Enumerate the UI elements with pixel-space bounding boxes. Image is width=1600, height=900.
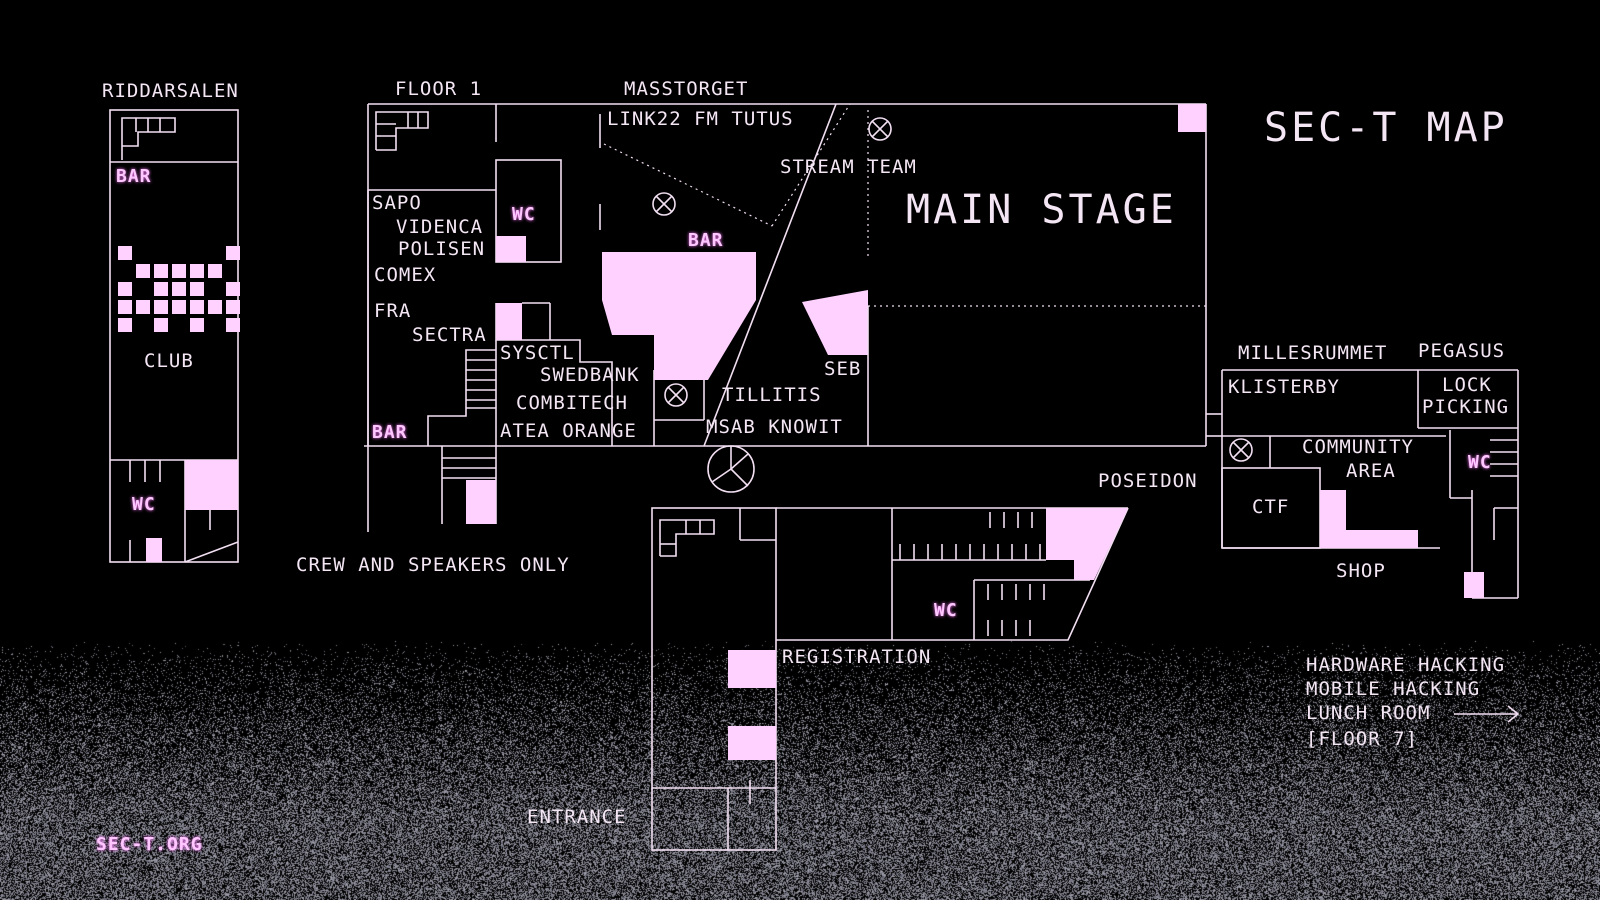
- floor7-hardware-hacking: HARDWARE HACKING: [1306, 656, 1505, 675]
- room-riddarsalen: RIDDARSALEN: [102, 82, 239, 101]
- area-klisterby: KLISTERBY: [1228, 378, 1340, 397]
- floor7-arrow-icon: [1454, 706, 1518, 722]
- website-link[interactable]: SEC-T.ORG: [96, 836, 203, 854]
- label-stream-team: STREAM TEAM: [780, 158, 917, 177]
- label-floor1: FLOOR 1: [395, 80, 482, 99]
- bar-marker: BAR: [116, 168, 152, 186]
- wc-marker: WC: [132, 496, 156, 514]
- room-club: CLUB: [144, 352, 194, 371]
- sponsor-tillitis: TILLITIS: [722, 386, 822, 405]
- sponsor-comex: COMEX: [374, 266, 436, 285]
- room-poseidon: POSEIDON: [1098, 472, 1198, 491]
- sponsor-fra: FRA: [374, 302, 411, 321]
- room-shop: SHOP: [1336, 562, 1386, 581]
- sponsor-sysctl: SYSCTL: [500, 344, 575, 363]
- bar-marker: BAR: [688, 232, 724, 250]
- area-community-line1: COMMUNITY: [1302, 438, 1414, 457]
- registration-block-outline: [652, 508, 1128, 850]
- room-millesrummet: MILLESRUMMET: [1238, 344, 1387, 363]
- sponsor-swedbank: SWEDBANK: [540, 366, 640, 385]
- bar-marker: BAR: [372, 424, 408, 442]
- sponsor-polisen: POLISEN: [398, 240, 485, 259]
- floor7-label: [FLOOR 7]: [1306, 730, 1418, 749]
- sponsor-atea-orange: ATEA ORANGE: [500, 422, 637, 441]
- sponsor-sectra: SECTRA: [412, 326, 487, 345]
- sponsor-combitech: COMBITECH: [516, 394, 628, 413]
- room-main-stage: MAIN STAGE: [906, 190, 1177, 230]
- room-registration: REGISTRATION: [782, 648, 931, 667]
- wc-marker: WC: [934, 602, 958, 620]
- area-lock-picking-line1: LOCK: [1442, 376, 1492, 395]
- sponsor-link22-fm-tutus: LINK22 FM TUTUS: [607, 110, 794, 129]
- space-invader-icon: [118, 246, 240, 332]
- floor7-lunch-room: LUNCH ROOM: [1306, 704, 1430, 723]
- map-title: SEC-T MAP: [1264, 108, 1508, 148]
- area-lock-picking-line2: PICKING: [1422, 398, 1509, 417]
- label-entrance: ENTRANCE: [527, 808, 627, 827]
- sponsor-seb: SEB: [824, 360, 861, 379]
- sponsor-msab-knowit: MSAB KNOWIT: [706, 418, 843, 437]
- wc-marker: WC: [512, 206, 536, 224]
- label-crew-only: CREW AND SPEAKERS ONLY: [296, 556, 570, 575]
- wc-marker: WC: [1468, 454, 1492, 472]
- room-pegasus: PEGASUS: [1418, 342, 1505, 361]
- area-community-line2: AREA: [1346, 462, 1396, 481]
- sponsor-videnca: VIDENCA: [396, 218, 483, 237]
- pie-chart-icon: [708, 446, 754, 492]
- sponsor-sapo: SAPO: [372, 194, 422, 213]
- floor7-mobile-hacking: MOBILE HACKING: [1306, 680, 1480, 699]
- room-masstorget: MASSTORGET: [624, 80, 748, 99]
- room-ctf: CTF: [1252, 498, 1289, 517]
